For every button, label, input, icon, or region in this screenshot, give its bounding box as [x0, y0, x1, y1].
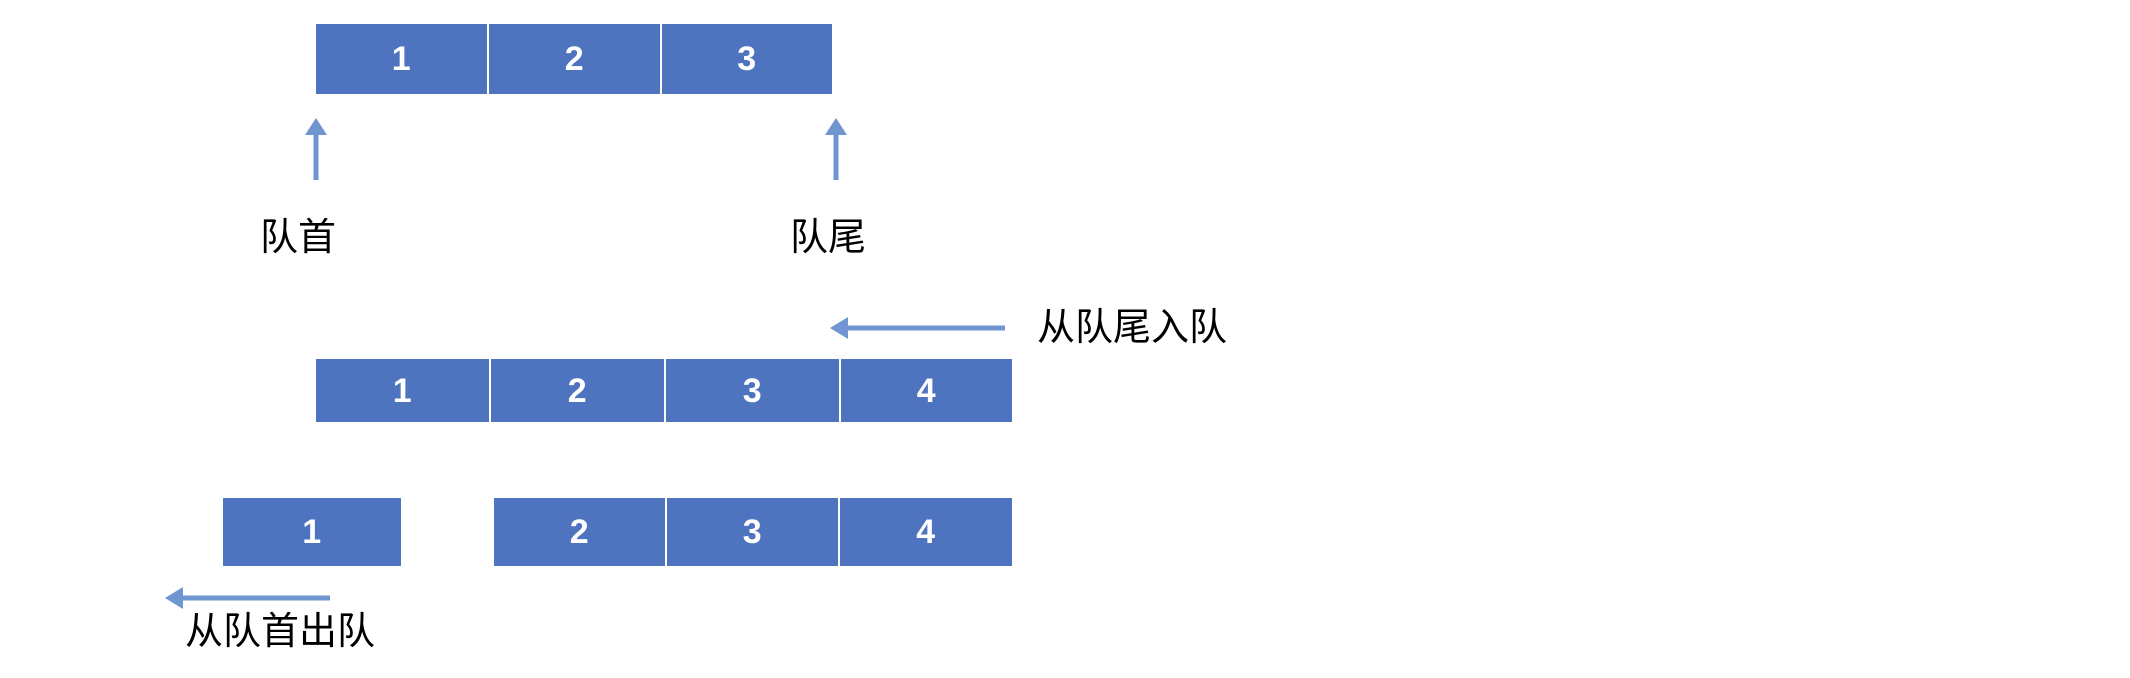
queue-cell: 4 — [839, 497, 1013, 567]
arrow-head-icon — [830, 317, 848, 339]
queue-cell: 2 — [488, 23, 661, 95]
queue-cell: 1 — [315, 358, 490, 423]
head-pointer-arrow-icon — [305, 118, 327, 180]
arrow-shaft — [313, 132, 319, 180]
tail-label: 队尾 — [790, 215, 867, 259]
queue-cell: 3 — [665, 358, 840, 423]
queue-cell: 1 — [315, 23, 488, 95]
arrow-head-icon — [305, 118, 327, 135]
queue-cell: 3 — [666, 497, 839, 567]
queue-cell: 2 — [490, 358, 665, 423]
arrow-shaft — [847, 325, 1005, 331]
queue-cell: 4 — [840, 358, 1013, 423]
arrow-shaft — [182, 595, 330, 601]
tail-pointer-arrow-icon — [825, 118, 847, 180]
queue-cell: 3 — [661, 23, 833, 95]
enqueue-arrow-icon — [830, 317, 1005, 339]
arrow-head-icon — [825, 118, 847, 135]
queue-cell-dequeued: 1 — [222, 497, 402, 567]
arrow-head-icon — [165, 587, 183, 609]
arrow-shaft — [833, 132, 839, 180]
head-label: 队首 — [260, 215, 337, 259]
dequeue-label: 从队首出队 — [185, 609, 376, 653]
enqueue-label: 从队尾入队 — [1037, 305, 1228, 349]
dequeue-arrow-icon — [165, 587, 330, 609]
queue-cell: 2 — [493, 497, 666, 567]
